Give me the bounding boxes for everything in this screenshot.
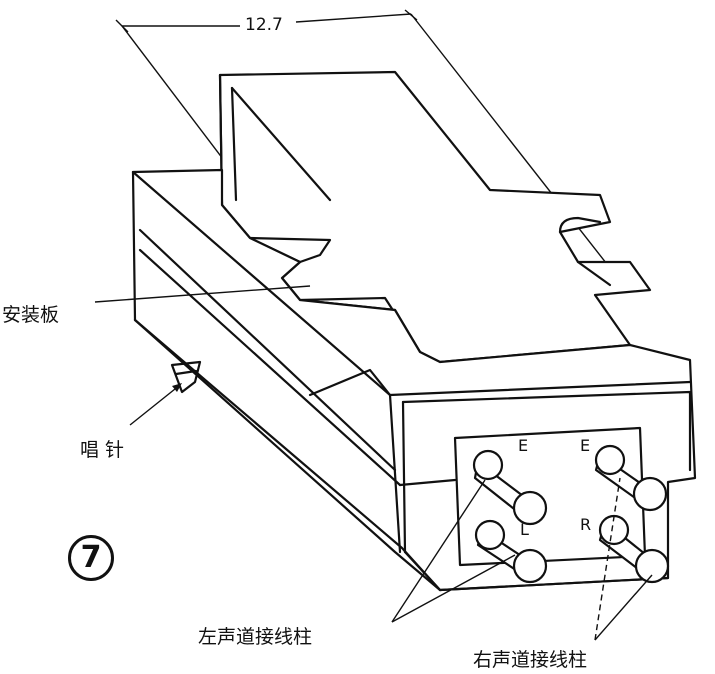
leader-lines — [94, 285, 653, 641]
dimension-value: 12.7 — [242, 15, 286, 35]
terminal-pins — [472, 444, 670, 584]
label-mounting-plate: 安装板 — [2, 304, 60, 326]
left-l-pin — [474, 519, 548, 584]
label-stylus: 唱 针 — [80, 439, 125, 461]
label-right-terminals: 右声道接线柱 — [473, 649, 588, 671]
pin-label-right-e: E — [580, 436, 591, 455]
right-e-pin — [594, 444, 668, 512]
pin-label-left-l: L — [520, 520, 529, 539]
stylus — [170, 360, 202, 394]
pin-label-right-r: R — [580, 515, 592, 534]
right-r-pin — [598, 514, 670, 584]
left-e-pin — [472, 449, 548, 526]
mounting-plate — [218, 70, 652, 364]
pin-label-left-e: E — [518, 436, 529, 455]
label-left-terminals: 左声道接线柱 — [198, 626, 313, 648]
figure-number: 7 — [68, 535, 114, 581]
